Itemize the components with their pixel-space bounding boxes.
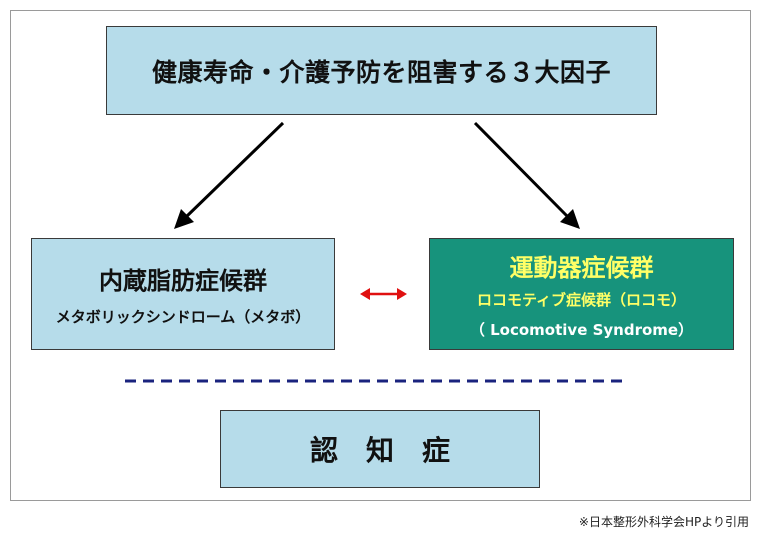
locomotive-syndrome-box: 運動器症候群 ロコモティブ症候群（ロコモ） （ Locomotive Syndr… (429, 238, 734, 350)
locomotive-syndrome-title: 運動器症候群 (509, 254, 654, 282)
locomotive-syndrome-subtitle: ロコモティブ症候群（ロコモ） (476, 291, 687, 309)
arrow-to-locomotive (473, 121, 580, 229)
locomotive-syndrome-english: （ Locomotive Syndrome） (469, 321, 694, 339)
top-factor-box: 健康寿命・介護予防を阻害する３大因子 (106, 26, 657, 115)
double-arrow-red (360, 288, 407, 300)
metabolic-syndrome-subtitle: メタボリックシンドローム（メタボ） (55, 308, 311, 326)
arrow-to-metabolic (174, 121, 285, 229)
citation-note: ※日本整形外科学会HPより引用 (578, 515, 749, 529)
top-factor-title: 健康寿命・介護予防を阻害する３大因子 (151, 57, 611, 87)
dementia-box: 認 知 症 (220, 410, 540, 488)
dementia-title: 認 知 症 (309, 434, 450, 467)
metabolic-syndrome-box: 内蔵脂肪症候群 メタボリックシンドローム（メタボ） (31, 238, 335, 350)
metabolic-syndrome-title: 内蔵脂肪症候群 (99, 267, 267, 295)
